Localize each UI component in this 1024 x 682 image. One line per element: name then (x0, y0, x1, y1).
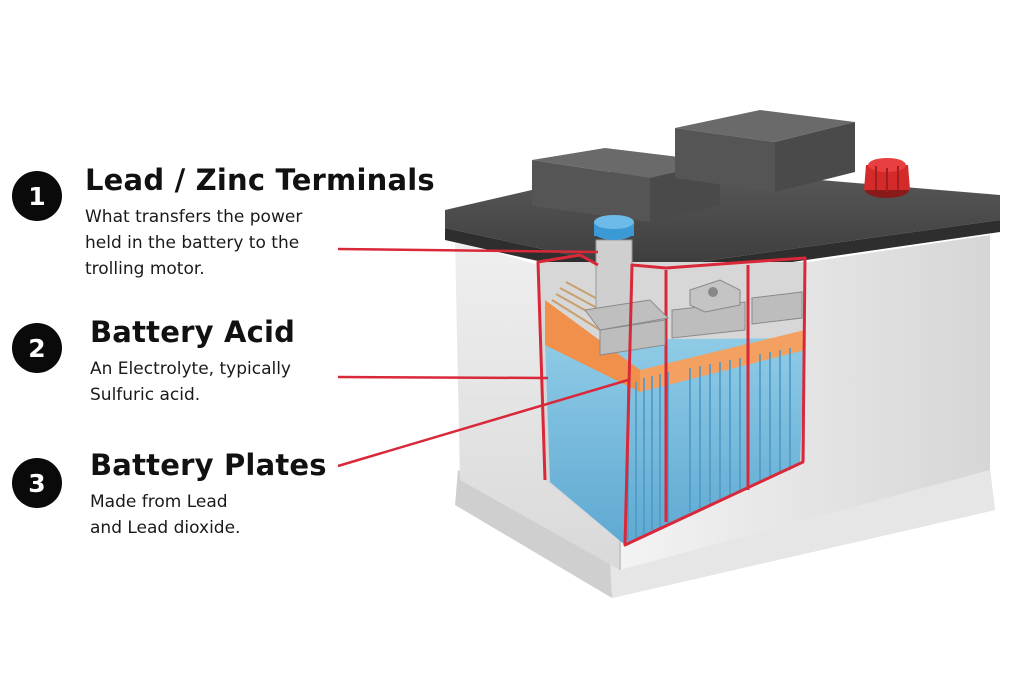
number-badge-3: 3 (12, 458, 62, 508)
callout-title-plates: Battery Plates (90, 448, 327, 482)
positive-terminal-cap (864, 158, 910, 198)
callout-title-acid: Battery Acid (90, 315, 296, 349)
lid-block-left (532, 148, 720, 222)
callout-title-terminals: Lead / Zinc Terminals (85, 163, 435, 197)
lid-block-right (675, 110, 855, 192)
cutaway-outline (536, 253, 807, 547)
leader-line-3 (337, 378, 629, 468)
battery-base-front (610, 470, 995, 598)
callout-desc-terminals: What transfers the power held in the bat… (85, 207, 303, 279)
number-badge-2: 2 (12, 323, 62, 373)
negative-terminal-post (584, 215, 670, 331)
leader-line-1 (337, 247, 599, 254)
leader-line-2 (337, 375, 549, 380)
battery-cutaway (536, 215, 807, 547)
callout-desc-plates: Made from Lead and Lead dioxide. (90, 492, 241, 538)
plate-tabs (599, 291, 803, 356)
separator-band (545, 300, 640, 392)
number-badge-1: 1 (12, 171, 62, 221)
callout-desc-acid: An Electrolyte, typically Sulfuric acid. (90, 359, 291, 405)
